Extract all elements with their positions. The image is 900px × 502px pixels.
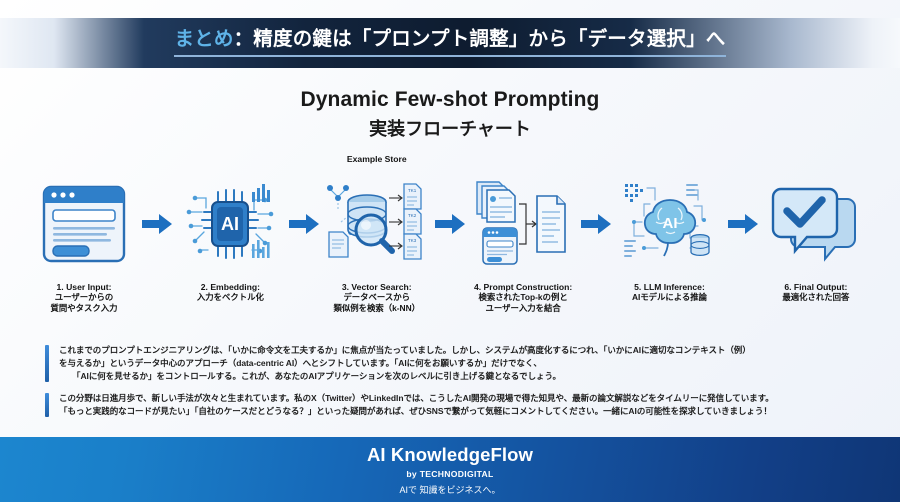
svg-text:TK2: TK2	[408, 213, 417, 218]
step-5-caption: 5. LLM Inference: AIモデルによる推論	[632, 282, 707, 303]
footer-band: AI KnowledgeFlow by TECHNODIGITAL AIで 知識…	[0, 437, 900, 502]
page-title-rest: ：精度の鍵は「プロンプト調整」から「データ選択」へ	[233, 28, 726, 51]
step-3-caption-en: 3. Vector Search:	[341, 282, 412, 292]
step-2-art: AI	[177, 168, 283, 280]
step-3-caption-jp-1: データベースから	[343, 292, 411, 303]
browser-window-icon	[42, 185, 126, 263]
footer-brand: AI KnowledgeFlow	[366, 443, 534, 465]
flow-step-embedding: AI 2. Embedding: 入力をベクトル化	[174, 168, 286, 303]
step-6-art	[763, 168, 869, 280]
step-2-caption-jp-1: 入力をベクトル化	[196, 292, 264, 303]
note-1-line-1: これまでのプロンプトエンジニアリングは、「いかに命令文を工夫するか」に焦点が当た…	[59, 345, 751, 355]
flow-step-user-input: 1. User Input: ユーザーからの 質問やタスク入力	[28, 168, 140, 313]
flow-step-prompt-construction: 4. Prompt Construction: 検索されたTop-kの例と ユー…	[467, 168, 579, 313]
svg-text:TK1: TK1	[408, 188, 417, 193]
step-4-caption-jp-1: 検索されたTop-kの例と	[478, 292, 568, 303]
page-title-accent: まとめ	[174, 28, 234, 51]
flow-arrow-3	[433, 168, 467, 280]
step-4-caption: 4. Prompt Construction: 検索されたTop-kの例と ユー…	[474, 282, 572, 313]
note-block-2: この分野は日進月歩で、新しい手法が次々と生まれています。私のX（Twitter）…	[45, 392, 863, 418]
flowchart-title-en: Dynamic Few-shot Prompting	[300, 88, 600, 111]
note-2-line-2: 「もっと実践的なコードが見たい」「自社のケースだとどうなる？」といった疑問があれ…	[59, 405, 772, 416]
step-3-caption-jp-2: 類似例を検索（k-NN）	[333, 302, 421, 313]
flow-arrow-4	[579, 168, 613, 280]
note-2-line-1: この分野は日進月歩で、新しい手法が次々と生まれています。私のX（Twitter）…	[59, 392, 774, 403]
step-2-caption: 2. Embedding: 入力をベクトル化	[197, 282, 264, 303]
step-4-art	[470, 168, 576, 280]
step-1-caption-jp-2: 質問やタスク入力	[50, 302, 118, 313]
svg-text:TK3: TK3	[408, 238, 417, 243]
step-6-caption: 6. Final Output: 最適化された回答	[782, 282, 849, 303]
flow-step-llm-inference: AI 5. LLM Inference: AIモデルによる推論	[614, 168, 726, 303]
step-5-art: AI	[617, 168, 723, 280]
step-6-caption-en: 6. Final Output:	[784, 282, 848, 292]
step-4-caption-en: 4. Prompt Construction:	[473, 282, 573, 292]
step-2-caption-en: 2. Embedding:	[200, 282, 260, 292]
flowchart-title-jp: 実装フローチャート	[369, 119, 531, 139]
speech-bubble-check-icon	[771, 187, 856, 262]
note-block-1: これまでのプロンプトエンジニアリングは、「いかに命令文を工夫するか」に焦点が当た…	[45, 344, 863, 383]
flow-step-final-output: 6. Final Output: 最適化された回答	[760, 168, 872, 303]
step-5-caption-jp-1: AIモデルによる推論	[631, 292, 708, 303]
step-1-caption-en: 1. User Input:	[56, 282, 112, 292]
step-6-caption-jp-1: 最適化された回答	[782, 292, 850, 303]
arrow-right-icon	[288, 214, 319, 234]
document-stack-icon	[476, 181, 566, 265]
arrow-right-icon	[581, 214, 612, 234]
flow-arrow-2	[287, 168, 321, 280]
header-band	[0, 18, 900, 68]
note-1-line-2: を与えるか」というデータ中心のアプローチ（data-centric AI）へとシ…	[59, 357, 542, 368]
flowchart-steps: 1. User Input: ユーザーからの 質問やタスク入力	[28, 154, 872, 323]
footer-tagline: AIで 知識をビジネスへ。	[399, 484, 501, 495]
flow-step-vector-search: Example Store	[321, 154, 433, 313]
step-1-caption: 1. User Input: ユーザーからの 質問やタスク入力	[51, 282, 118, 313]
note-1-line-3: 「AIに何を見せるか」をコントロールする。これが、あなたのAIアプリケーションを…	[72, 370, 561, 381]
arrow-right-icon	[727, 214, 758, 234]
step-3-art: TK1 TK2 TK3	[324, 168, 430, 280]
step-1-caption-jp-1: ユーザーからの	[54, 292, 114, 303]
ai-brain-icon: AI	[623, 184, 710, 257]
arrow-right-icon	[434, 214, 465, 234]
flow-arrow-5	[726, 168, 760, 280]
step-3-caption: 3. Vector Search: データベースから 類似例を検索（k-NN）	[333, 282, 420, 313]
page-title: まとめ：精度の鍵は「プロンプト調整」から「データ選択」へ	[174, 28, 726, 57]
example-store-label: Example Store	[346, 154, 407, 164]
step-5-caption-en: 5. LLM Inference:	[634, 282, 705, 292]
step-1-art	[31, 168, 137, 280]
header: まとめ：精度の鍵は「プロンプト調整」から「データ選択」へ	[0, 18, 900, 68]
flowchart-title: Dynamic Few-shot Prompting 実装フローチャート	[0, 88, 900, 141]
svg-text:AI: AI	[221, 214, 239, 234]
footer-byline: by TECHNODIGITAL	[406, 468, 494, 479]
flow-arrow-1	[140, 168, 174, 280]
ai-chip-icon: AI	[187, 184, 274, 259]
notes-section: これまでのプロンプトエンジニアリングは、「いかに命令文を工夫するか」に焦点が当た…	[45, 344, 863, 427]
step-4-caption-jp-2: ユーザー入力を結合	[485, 302, 561, 313]
database-search-icon: TK1 TK2 TK3	[326, 183, 422, 260]
arrow-right-icon	[142, 214, 173, 234]
svg-text:AI: AI	[662, 215, 677, 232]
